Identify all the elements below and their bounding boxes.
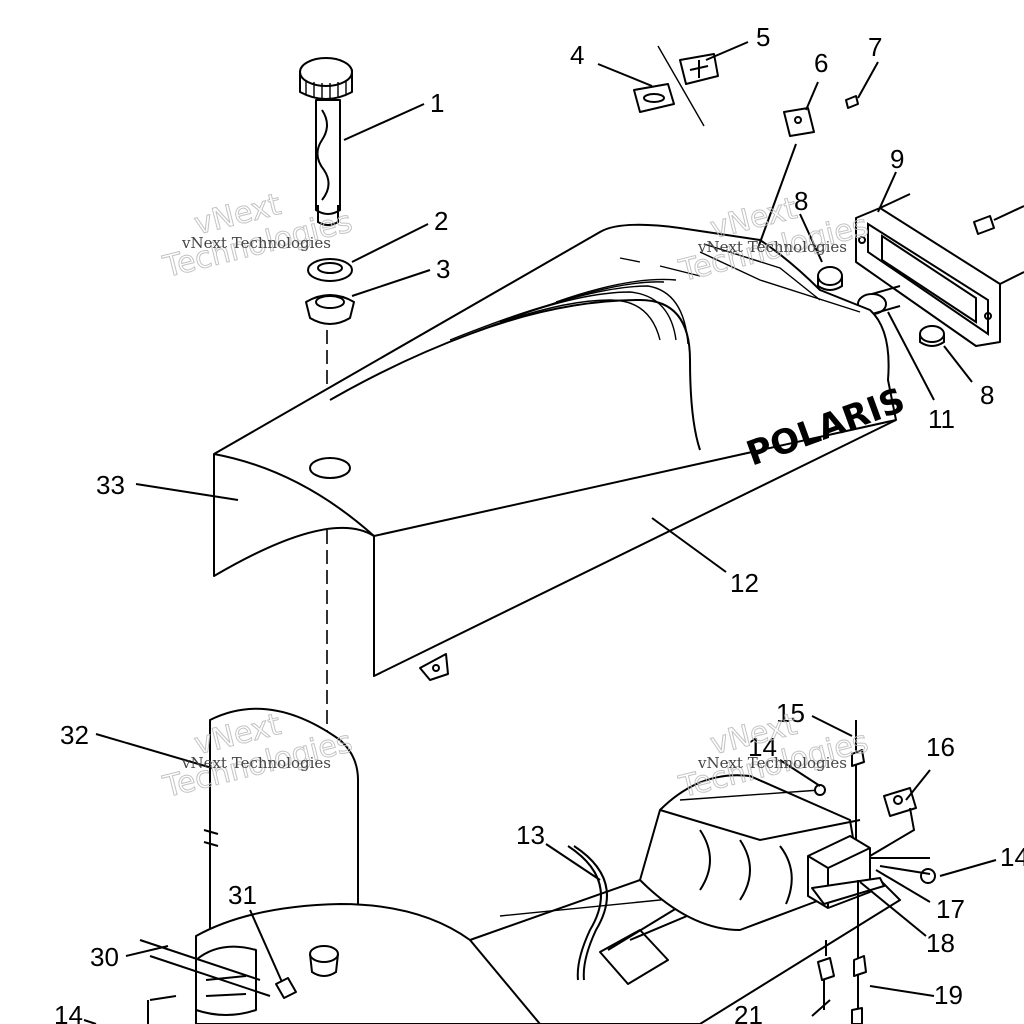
callout-14-top: 14 — [748, 732, 777, 762]
bracket-part-6 — [783, 107, 815, 137]
grommet-part-3 — [305, 294, 355, 325]
callout-11: 11 — [928, 404, 955, 434]
callout-18: 18 — [926, 928, 955, 958]
callout-14-right: 14 — [1000, 842, 1024, 872]
callout-12: 12 — [730, 568, 759, 598]
callout-4: 4 — [570, 40, 584, 70]
taillight-housing-part-9 — [855, 193, 1024, 347]
callout-33: 33 — [96, 470, 125, 500]
callout-7: 7 — [868, 32, 882, 62]
callout-13: 13 — [516, 820, 545, 850]
svg-text:vNext Technologies: vNext Technologies — [181, 754, 331, 772]
seat-part-12: POLARIS — [213, 223, 910, 681]
callout-5: 5 — [756, 22, 770, 52]
callout-30: 30 — [90, 942, 119, 972]
callout-32: 32 — [60, 720, 89, 750]
callout-8-lower: 8 — [980, 380, 994, 410]
fuel-cap-part-1 — [299, 57, 353, 226]
svg-text:vNext Technologies: vNext Technologies — [697, 754, 847, 772]
svg-text:vNext Technologies: vNext Technologies — [697, 238, 847, 256]
callout-15: 15 — [776, 698, 805, 728]
callout-21: 21 — [734, 1000, 763, 1024]
callout-9: 9 — [890, 144, 904, 174]
callout-16: 16 — [926, 732, 955, 762]
plate-part-4 — [633, 83, 675, 113]
callout-1: 1 — [430, 88, 444, 118]
callout-6: 6 — [814, 48, 828, 78]
cable-part-13 — [567, 845, 602, 981]
bulb-socket-part-8-lower — [919, 325, 945, 347]
grommet-part-2 — [307, 258, 353, 282]
callout-14-left: 14 — [54, 1000, 83, 1024]
callout-labels: 1 2 3 4 5 6 7 8 8 9 11 12 13 14 14 14 15… — [54, 22, 1024, 1024]
callout-17: 17 — [936, 894, 965, 924]
callout-3: 3 — [436, 254, 450, 284]
callout-2: 2 — [434, 206, 448, 236]
callout-19: 19 — [934, 980, 963, 1010]
battery-box-assembly — [639, 720, 936, 1024]
leader-lines — [83, 41, 997, 1024]
screw-part-7 — [845, 95, 859, 109]
callout-31: 31 — [228, 880, 257, 910]
plate-part-5 — [657, 45, 719, 127]
bulb-socket-part-8-upper — [817, 266, 843, 291]
callout-8-upper: 8 — [794, 186, 808, 216]
svg-text:vNext Technologies: vNext Technologies — [181, 234, 331, 252]
